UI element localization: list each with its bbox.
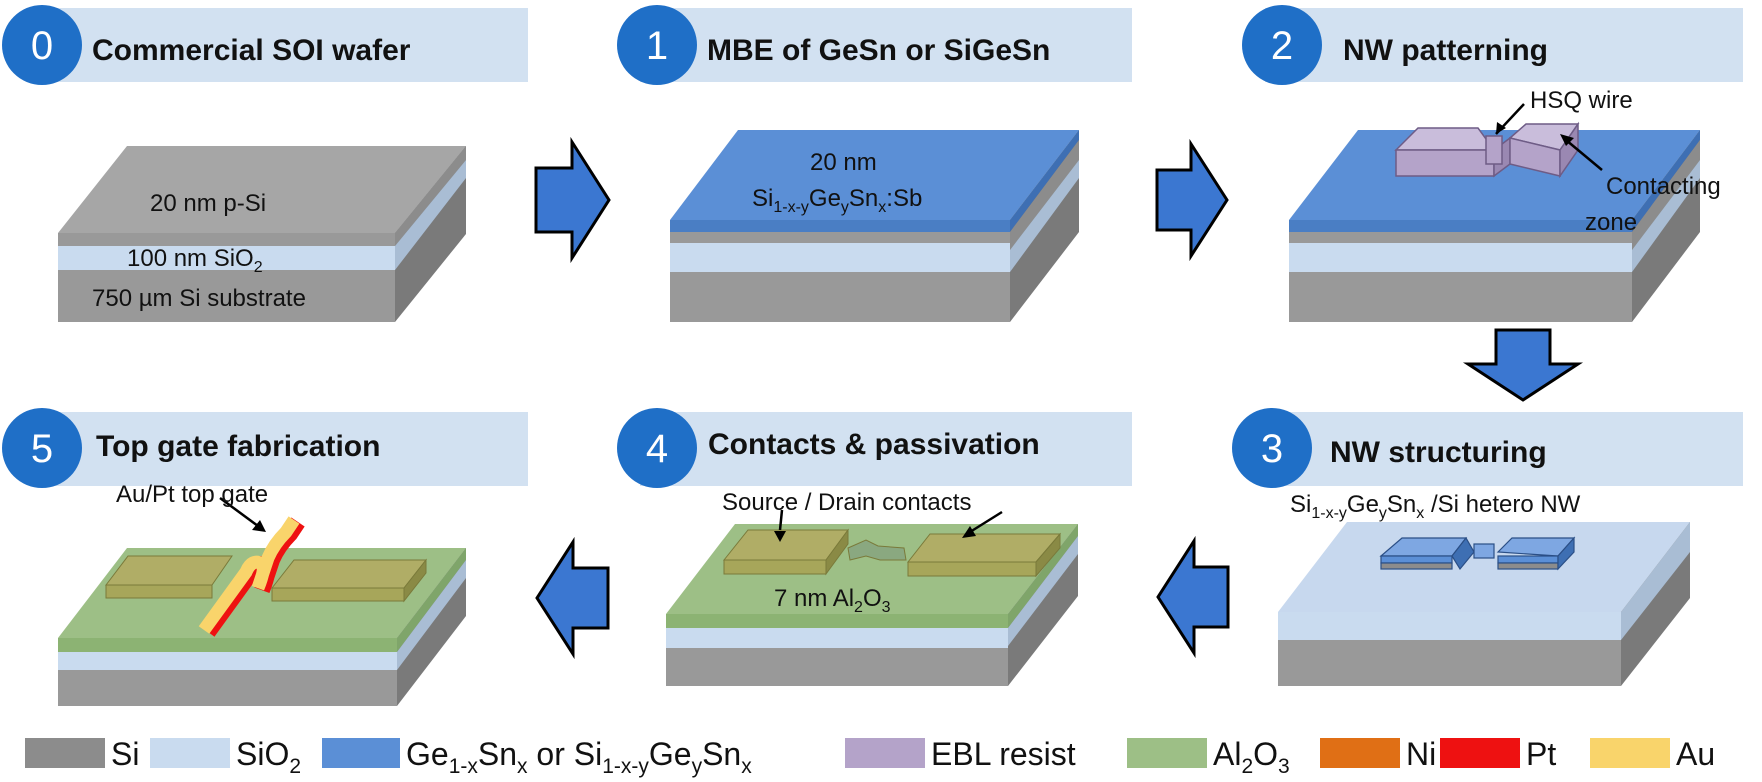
arrow-left-5 [535, 536, 610, 660]
step-2-wafer [1289, 130, 1700, 322]
step-2-contact-pointer [1565, 139, 1603, 171]
step-1-number: 1 [646, 24, 668, 68]
step-4-badge [617, 408, 697, 488]
step-1-banner [640, 8, 1132, 82]
legend-label-si: Si [111, 736, 139, 772]
step-1: 1 MBE of GeSn or SiGeSn 20 nm Si1-x-yGey… [617, 5, 1132, 322]
step-0-label-psi: 20 nm p-Si [150, 190, 266, 217]
legend-swatch-sio2 [150, 738, 230, 768]
legend-swatch-ebl [845, 738, 925, 768]
step-4-banner [640, 412, 1132, 486]
step-0-banner [38, 8, 528, 82]
step-3-banner [1265, 412, 1743, 486]
step-3-badge [1232, 408, 1312, 488]
legend-swatch-si [25, 738, 105, 768]
step-4: 4 Contacts & passivation Source / Drain … [617, 408, 1132, 686]
step-3: 3 NW structuring Si1-x-yGeySnx /Si heter… [1232, 408, 1743, 686]
step-3-number: 3 [1261, 427, 1283, 471]
step-5-label-gate: Au/Pt top gate [116, 481, 268, 508]
legend-swatch-au [1590, 738, 1670, 768]
arrow-right-2 [1155, 138, 1229, 262]
step-5: 5 Top gate fabrication Au/Pt top gate [2, 408, 528, 706]
step-4-contact-pointer-1 [778, 509, 784, 531]
legend-label-ebl: EBL resist [931, 736, 1076, 772]
step-4-contact-arrowhead-2 [962, 526, 976, 538]
step-0-number: 0 [31, 24, 53, 68]
step-4-label-al2o3: 7 nm Al2O3 [774, 585, 891, 616]
legend-label-au: Au [1676, 736, 1715, 772]
step-0-label-substrate: 750 µm Si substrate [92, 285, 306, 312]
step-5-contacts [104, 555, 428, 603]
step-2: 2 NW patterning HSQ wire Contacting [1242, 5, 1743, 322]
step-5-top-gate [198, 516, 305, 637]
step-5-gate-pointer [219, 496, 259, 528]
arrow-left-4 [1156, 535, 1230, 659]
legend-label-sio2: SiO2 [236, 736, 301, 778]
step-5-badge [2, 408, 82, 488]
step-2-title: NW patterning [1343, 34, 1548, 67]
step-3-wafer [1278, 522, 1690, 686]
step-2-contact-arrowhead [1560, 134, 1574, 146]
step-5-number: 5 [31, 427, 53, 471]
step-2-hsq-arrowhead [1496, 122, 1506, 134]
step-4-number: 4 [646, 427, 668, 471]
step-3-nanowire [1379, 536, 1576, 571]
arrow-down-3 [1462, 328, 1584, 402]
step-4-contacts [722, 528, 1062, 578]
step-1-badge [617, 5, 697, 85]
material-legend: Si SiO2 Ge1-xSnx or Si1-x-yGeySnx EBL resis… [25, 736, 1715, 778]
legend-label-ni: Ni [1406, 736, 1436, 772]
step-2-label-contact-1: Contacting [1606, 173, 1721, 200]
step-4-title: Contacts & passivation [708, 428, 1040, 461]
step-4-contact-arrowhead-1 [774, 531, 786, 542]
step-2-number: 2 [1271, 24, 1293, 68]
step-5-title: Top gate fabrication [96, 430, 380, 463]
legend-swatch-gesn [322, 738, 400, 768]
step-1-label-layer: Si1-x-yGeySnx:Sb [752, 185, 922, 216]
step-3-label-nw: Si1-x-yGeySnx /Si hetero NW [1290, 491, 1581, 522]
step-5-banner [38, 412, 528, 486]
step-0: 0 Commercial SOI wafer 20 nm p-Si 100 nm… [2, 5, 528, 322]
step-0-badge [2, 5, 82, 85]
legend-swatch-al2o3 [1127, 738, 1207, 768]
legend-label-pt: Pt [1526, 736, 1556, 772]
step-0-title: Commercial SOI wafer [92, 34, 411, 67]
step-0-label-sio2: 100 nm SiO2 [127, 245, 263, 276]
step-2-label-contact-2: zone [1585, 209, 1637, 236]
step-2-label-hsq: HSQ wire [1530, 87, 1633, 114]
legend-swatch-pt [1440, 738, 1520, 768]
step-2-banner [1265, 8, 1743, 82]
step-4-contact-pointer-2 [969, 510, 1003, 534]
step-1-label-thickness: 20 nm [810, 149, 877, 176]
step-4-label-contacts: Source / Drain contacts [722, 489, 971, 516]
step-3-title: NW structuring [1330, 436, 1547, 469]
step-0-wafer [58, 146, 466, 322]
step-2-badge [1242, 5, 1322, 85]
legend-label-al2o3: Al2O3 [1213, 736, 1290, 778]
step-1-wafer [670, 130, 1079, 322]
step-2-hsq-resist [1394, 121, 1580, 179]
step-5-gate-arrowhead [252, 520, 266, 532]
legend-label-gesn: Ge1-xSnx or Si1-x-yGeySnx [406, 736, 752, 778]
arrow-right-1 [534, 136, 611, 264]
legend-swatch-ni [1320, 738, 1400, 768]
step-1-title: MBE of GeSn or SiGeSn [707, 34, 1050, 67]
